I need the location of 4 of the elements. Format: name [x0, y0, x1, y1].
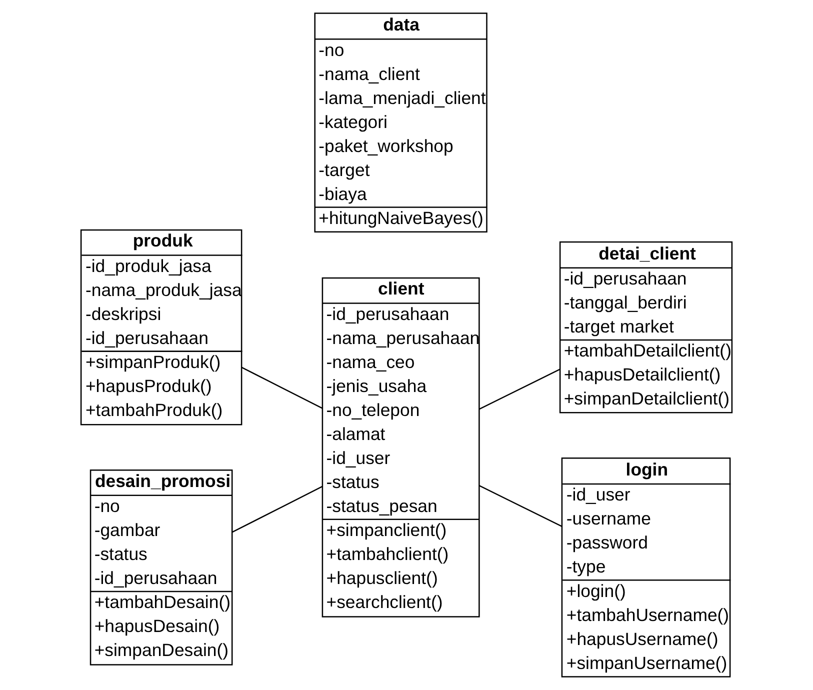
- connector: [478, 484, 562, 528]
- connector: [478, 368, 560, 410]
- connector: [242, 366, 323, 409]
- connector: [232, 486, 323, 533]
